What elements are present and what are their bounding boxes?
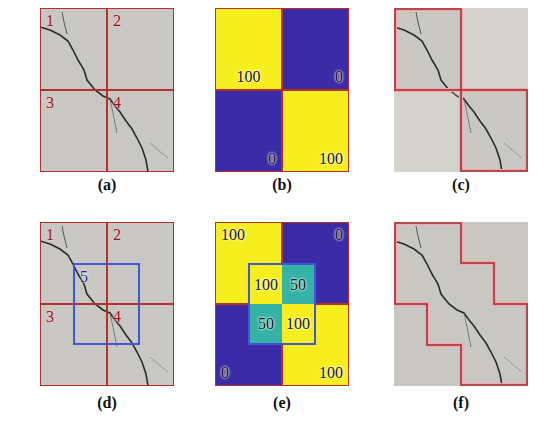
- cell-value: 0: [335, 68, 343, 86]
- score-cell: 0 50: [282, 222, 349, 304]
- cell-value: 3: [46, 94, 54, 112]
- cell-value: 100: [319, 364, 343, 382]
- cell-value: 100: [254, 276, 278, 294]
- cell-value: 3: [46, 308, 54, 326]
- cell-value: 4: [113, 94, 121, 112]
- sliding-window: 5: [73, 263, 140, 345]
- crack-photo: [394, 8, 528, 172]
- score-cell: 100: [215, 8, 282, 90]
- cell-value: 2: [113, 226, 121, 244]
- grid-panel: 100 0 0 100: [215, 8, 349, 172]
- window-subcell: 50: [282, 263, 316, 304]
- score-cell: 100 100: [282, 304, 349, 386]
- image-quadrant: 2: [107, 8, 174, 90]
- cell-value: 100: [221, 226, 245, 244]
- grid-panel: 100 100 0 50 0 50 100 100: [215, 222, 349, 386]
- cell-value: 0: [221, 364, 229, 382]
- window-subcell: 50: [248, 304, 282, 345]
- score-cell: 0: [282, 8, 349, 90]
- image-quadrant: 3: [40, 90, 107, 172]
- panel-caption: (e): [215, 394, 349, 412]
- panel-caption: (c): [394, 176, 528, 194]
- cell-value: 50: [258, 315, 274, 333]
- crack-panel: 1 2 3 4: [40, 8, 174, 172]
- image-quadrant: 4: [107, 90, 174, 172]
- score-cell: 0: [215, 90, 282, 172]
- image-quadrant: 1: [40, 8, 107, 90]
- score-cell: 100 100: [215, 222, 282, 304]
- panel-caption: (a): [40, 176, 174, 194]
- cell-value: 1: [46, 226, 54, 244]
- panel-caption: (b): [215, 176, 349, 194]
- cell-value: 5: [80, 268, 88, 286]
- cell-value: 50: [290, 276, 306, 294]
- image-quadrant: 4: [107, 304, 174, 386]
- cell-value: 100: [286, 315, 310, 333]
- cell-value: 4: [113, 308, 121, 326]
- crack-photo: [394, 222, 528, 386]
- window-subcell: 100: [282, 304, 316, 345]
- score-cell: 0 50: [215, 304, 282, 386]
- cell-value: 100: [319, 150, 343, 168]
- score-cell: 100: [282, 90, 349, 172]
- panel-caption: (d): [40, 394, 174, 412]
- cell-value: 2: [113, 12, 121, 30]
- cell-value: 0: [268, 150, 276, 168]
- crack-panel: [394, 8, 528, 172]
- cell-value: 100: [237, 68, 261, 86]
- crack-panel: [394, 222, 528, 386]
- panel-caption: (f): [394, 394, 528, 412]
- cell-value: 0: [335, 226, 343, 244]
- crack-panel: 1 2 3 4 5: [40, 222, 174, 386]
- cell-value: 1: [46, 12, 54, 30]
- window-subcell: 100: [248, 263, 282, 304]
